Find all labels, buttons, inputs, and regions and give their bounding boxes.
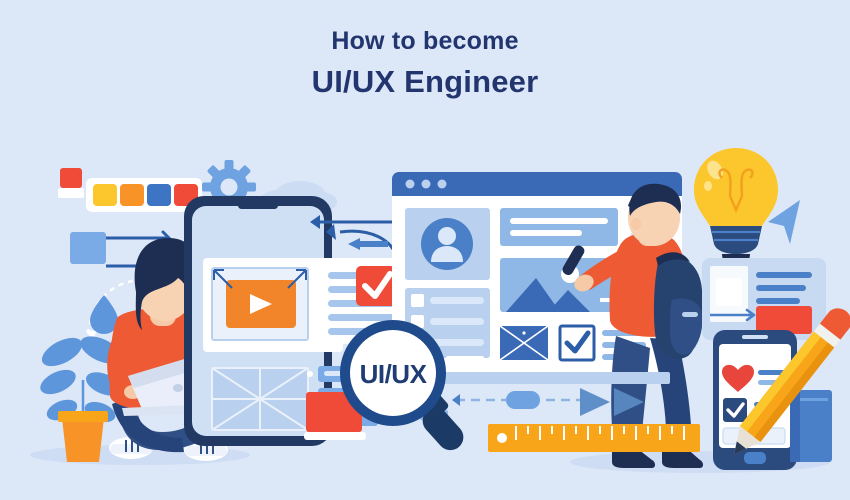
slider-handle [506,391,540,409]
arrow-head-small [348,238,360,250]
red-card-block [306,392,362,432]
browser-dot-1 [405,179,415,189]
decor-white-tab [58,188,84,198]
swatch-yellow [93,184,117,206]
bottom-strip [420,372,670,384]
books-stack [790,390,832,462]
red-card-shadow [304,432,366,440]
swatch-blue [147,184,171,206]
magnifier-label: UI/UX [360,359,428,389]
decor-red-tab [60,168,82,188]
heart-icon [722,364,754,392]
arrow-tail-small [358,241,388,247]
dashed-arrow-head [86,330,97,341]
wireframe-crossbox [211,367,309,431]
text-block-card [500,208,618,246]
red-checkbox[interactable] [356,266,396,306]
wireframe-icon-small [499,325,549,361]
page-title-line2: UI/UX Engineer [312,64,539,99]
magnifier-uiux[interactable]: UI/UX [340,320,469,456]
standing-man-with-backpack [562,183,703,468]
water-droplet-icon [90,295,118,334]
browser-dot-2 [421,179,431,189]
red-cta-button [756,306,812,334]
play-arrows [580,388,644,416]
arrow-head-mid [310,215,320,229]
curved-arrow-head [326,224,336,240]
decor-blue-block [70,232,106,264]
color-swatch-card[interactable] [86,178,202,212]
pencil [734,308,850,455]
orange-ruler [488,424,700,452]
video-content-card[interactable] [203,258,343,352]
browser-dot-3 [437,179,447,189]
page-title-line1: How to become [331,27,518,55]
cursor-arrow-icon [768,200,800,244]
lightbulb-icon [694,148,778,268]
swatch-orange [120,184,144,206]
right-content-card[interactable] [702,258,826,340]
checkmark-box [558,324,596,362]
